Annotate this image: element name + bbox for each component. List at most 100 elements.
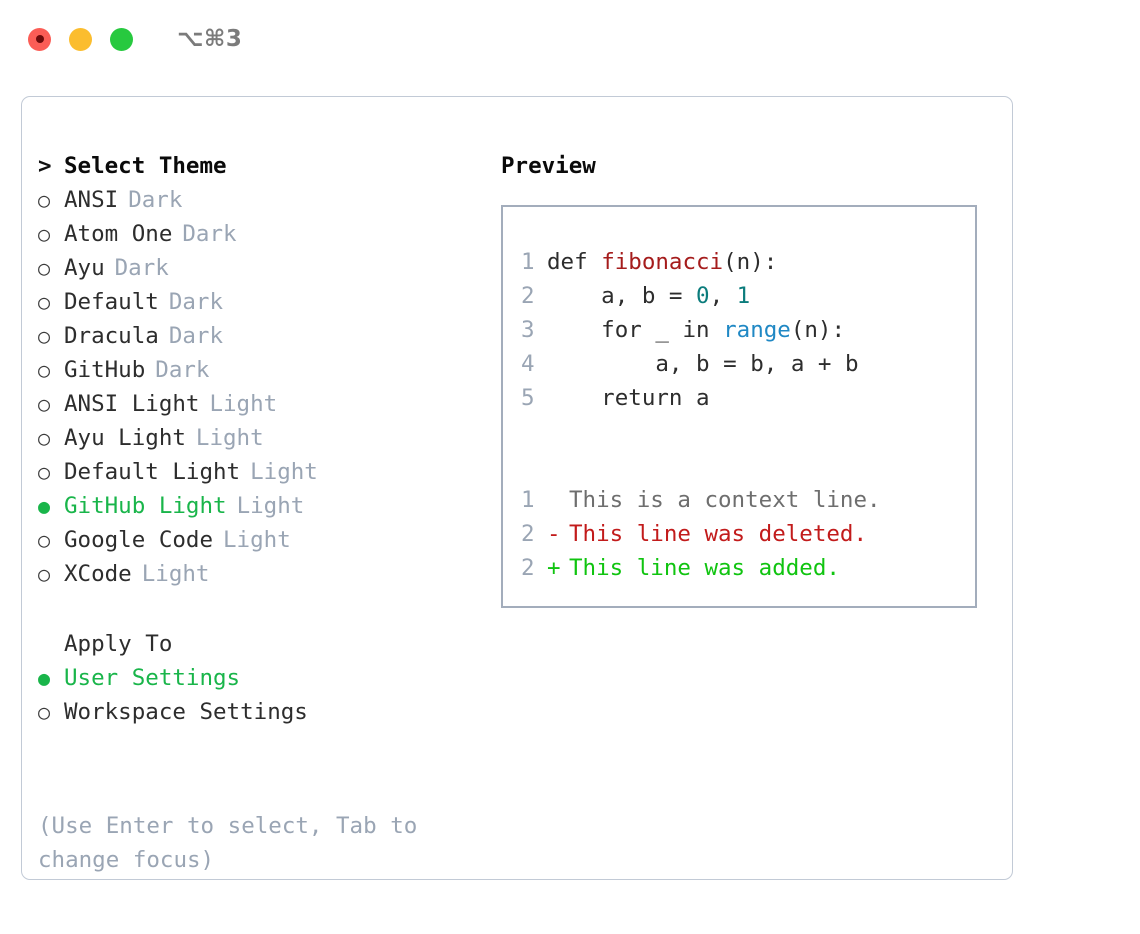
theme-name: XCode <box>64 561 132 587</box>
code-line: 5 return a <box>503 381 975 415</box>
radio-icon[interactable]: ○ <box>38 324 51 348</box>
code-line: 4 a, b = b, a + b <box>503 347 975 381</box>
theme-option-ansi-light[interactable]: ○ ANSI Light Light <box>38 387 468 421</box>
diff-sign-minus: - <box>547 521 561 547</box>
keyboard-hint: (Use Enter to select, Tab to change focu… <box>38 813 418 873</box>
theme-option-default-light[interactable]: ○ Default Light Light <box>38 455 468 489</box>
window-controls <box>28 27 133 51</box>
close-button-icon[interactable] <box>28 27 51 51</box>
apply-to-option-label: User Settings <box>64 665 241 691</box>
theme-option-ayu-dark[interactable]: ○ Ayu Dark <box>38 251 468 285</box>
code-token: (n): <box>790 317 846 343</box>
apply-to-header: Apply To <box>38 627 468 661</box>
preview-box: 1 def fibonacci (n): 2 a, b = 0 , 1 3 <box>501 205 977 608</box>
theme-option-default-dark[interactable]: ○ Default Dark <box>38 285 468 319</box>
code-token: (n): <box>723 249 778 275</box>
radio-icon[interactable]: ○ <box>38 256 51 280</box>
apply-to-title: Apply To <box>64 631 173 657</box>
radio-icon[interactable]: ○ <box>38 290 51 314</box>
main-panel: > Select Theme ○ ANSI Dark ○ Atom One Da… <box>21 96 1013 880</box>
code-token: a, b = b, a + b <box>547 351 859 377</box>
theme-option-atom-one-dark[interactable]: ○ Atom One Dark <box>38 217 468 251</box>
diff-text: This line was deleted. <box>569 521 868 547</box>
theme-variant-tag: Dark <box>168 289 224 315</box>
code-token: , <box>709 283 737 309</box>
radio-icon[interactable]: ○ <box>38 222 51 246</box>
theme-name: GitHub <box>64 357 146 383</box>
code-blank-line <box>503 449 975 483</box>
select-theme-title: Select Theme <box>64 153 227 179</box>
theme-option-ansi-dark[interactable]: ○ ANSI Dark <box>38 183 468 217</box>
line-number: 2 <box>521 283 535 309</box>
code-line: 1 def fibonacci (n): <box>503 245 975 279</box>
theme-name: Dracula <box>64 323 159 349</box>
theme-variant-tag: Light <box>141 561 210 587</box>
theme-variant-tag: Dark <box>155 357 210 383</box>
theme-variant-tag: Light <box>250 459 318 485</box>
theme-option-xcode[interactable]: ○ XCode Light <box>38 557 468 591</box>
line-number: 3 <box>521 317 535 343</box>
code-token: return a <box>547 385 710 411</box>
theme-variant-tag: Dark <box>182 221 237 247</box>
theme-option-github-light[interactable]: ● GitHub Light Light <box>38 489 468 523</box>
code-blank-line <box>503 415 975 449</box>
radio-selected-icon[interactable]: ● <box>38 494 51 518</box>
section-spacer <box>38 591 468 627</box>
caret-icon: > <box>38 153 52 179</box>
apply-to-option-workspace-settings[interactable]: ○ Workspace Settings <box>38 695 468 729</box>
theme-variant-tag: Light <box>223 527 291 553</box>
theme-option-ayu-light[interactable]: ○ Ayu Light Light <box>38 421 468 455</box>
code-token: for _ in <box>547 317 724 343</box>
theme-selector-column: > Select Theme ○ ANSI Dark ○ Atom One Da… <box>38 149 468 729</box>
radio-icon[interactable]: ○ <box>38 392 51 416</box>
window-title: ⌥⌘3 <box>177 26 243 52</box>
theme-name: Ayu Light <box>64 425 186 451</box>
code-token: a, b = <box>547 283 697 309</box>
minimize-button-icon[interactable] <box>69 27 92 51</box>
line-number: 2 <box>521 555 535 581</box>
theme-name: GitHub Light <box>64 493 227 519</box>
diff-sign <box>547 483 569 517</box>
line-number: 2 <box>521 521 535 547</box>
theme-variant-tag: Light <box>209 391 278 417</box>
apply-to-option-user-settings[interactable]: ● User Settings <box>38 661 468 695</box>
theme-name: Default Light <box>64 459 241 485</box>
diff-sign-plus: + <box>547 555 561 581</box>
theme-name: Atom One <box>64 221 173 247</box>
theme-variant-tag: Dark <box>128 187 183 213</box>
radio-icon[interactable]: ○ <box>38 358 51 382</box>
radio-icon[interactable]: ○ <box>38 188 51 212</box>
theme-name: ANSI <box>64 187 119 213</box>
diff-text: This line was added. <box>569 555 840 581</box>
apply-to-option-label: Workspace Settings <box>64 699 308 725</box>
line-number: 5 <box>521 385 535 411</box>
preview-title: Preview <box>501 153 596 179</box>
theme-name: Google Code <box>64 527 214 553</box>
radio-icon[interactable]: ○ <box>38 528 51 552</box>
radio-icon[interactable]: ○ <box>38 562 51 586</box>
theme-variant-tag: Dark <box>114 255 169 281</box>
theme-variant-tag: Light <box>236 493 305 519</box>
code-token-number: 0 <box>696 283 710 309</box>
line-number: 4 <box>521 351 535 377</box>
theme-option-github-dark[interactable]: ○ GitHub Dark <box>38 353 468 387</box>
line-number: 1 <box>521 249 535 275</box>
theme-variant-tag: Light <box>195 425 264 451</box>
theme-option-dracula-dark[interactable]: ○ Dracula Dark <box>38 319 468 353</box>
radio-selected-icon[interactable]: ● <box>38 666 51 690</box>
radio-icon[interactable]: ○ <box>38 426 51 450</box>
code-line: 3 for _ in range (n): <box>503 313 975 347</box>
radio-icon[interactable]: ○ <box>38 460 51 484</box>
theme-name: ANSI Light <box>64 391 200 417</box>
line-number: 1 <box>521 487 535 513</box>
maximize-button-icon[interactable] <box>110 27 133 51</box>
diff-line-deleted: 2 - This line was deleted. <box>503 517 975 551</box>
code-token: def <box>547 249 602 275</box>
diff-text: This is a context line. <box>569 487 881 513</box>
diff-line-added: 2 + This line was added. <box>503 551 975 585</box>
diff-line-context: 1 This is a context line. <box>503 483 975 517</box>
code-line: 2 a, b = 0 , 1 <box>503 279 975 313</box>
theme-option-google-code[interactable]: ○ Google Code Light <box>38 523 468 557</box>
radio-icon[interactable]: ○ <box>38 700 51 724</box>
